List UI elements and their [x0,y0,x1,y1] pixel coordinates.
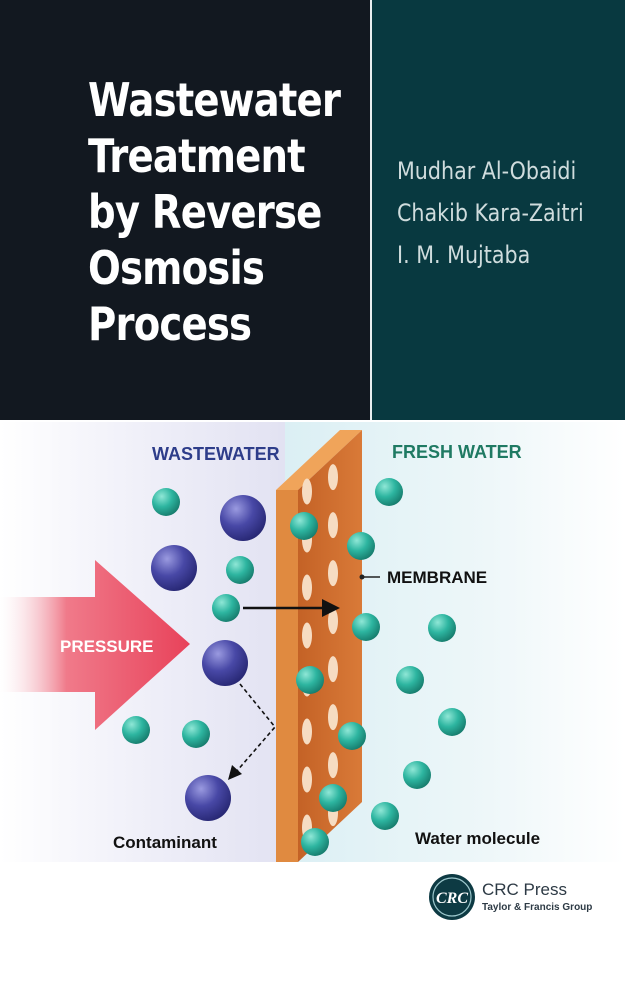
water-molecule [296,666,324,694]
title-line: Process [88,297,252,351]
pressure-label: PRESSURE [60,637,154,656]
membrane-label: MEMBRANE [387,568,487,587]
membrane-pore [302,766,312,793]
water-molecule [212,594,240,622]
molecules [122,478,466,856]
author-list: Mudhar Al-Obaidi Chakib Kara-Zaitri I. M… [397,150,584,276]
water-molecule [428,614,456,642]
contaminant-particle [185,775,231,821]
fresh-water-label: FRESH WATER [392,442,522,462]
water-molecule [182,720,210,748]
title-line: Wastewater [88,73,341,127]
title-line: by Reverse [88,185,322,239]
author-name: Chakib Kara-Zaitri [397,199,584,227]
membrane-pore [302,478,312,505]
membrane-side-edge [276,490,298,862]
publisher-logo: CRC CRC Press Taylor & Francis Group [428,873,598,923]
water-molecule [301,828,329,856]
publisher-name: CRC Press [482,880,568,899]
title-panel [0,0,370,420]
crc-seal-text: CRC [436,890,468,907]
membrane-pore [328,560,338,587]
author-panel [372,0,625,420]
contaminant-particle [220,495,266,541]
water-molecule [152,488,180,516]
contaminant-particle [202,640,248,686]
membrane-face [298,430,362,862]
crc-seal-logo: CRC [429,874,475,920]
rejection-arrowhead [228,765,242,780]
contaminant-label: Contaminant [113,833,217,852]
water-molecule [403,761,431,789]
title-line: Osmosis [88,241,265,295]
author-name: I. M. Mujtaba [397,241,531,269]
contaminant-particle [151,545,197,591]
membrane-pore [302,574,312,601]
water-molecule [375,478,403,506]
water-molecule [371,802,399,830]
water-molecule [226,556,254,584]
book-title: Wastewater Treatment by Reverse Osmosis … [88,72,341,352]
membrane-pore [328,608,338,635]
membrane-pore [328,656,338,683]
wastewater-label: WASTEWATER [152,444,280,464]
publisher-group: Taylor & Francis Group [482,902,593,913]
membrane-pore [328,464,338,491]
membrane [276,430,362,862]
water-molecule [347,532,375,560]
title-line: Treatment [88,129,306,183]
membrane-pointer-dot [359,574,365,580]
membrane-pore [302,718,312,745]
water-molecule [122,716,150,744]
water-molecule [352,613,380,641]
membrane-pore [328,704,338,731]
membrane-pore [328,752,338,779]
pressure-arrow [0,560,190,730]
water-molecule-label: Water molecule [415,829,540,848]
panel-divider [370,0,372,420]
membrane-top-edge [276,430,362,490]
water-molecule [319,784,347,812]
membrane-pore [328,512,338,539]
reverse-osmosis-illustration: WASTEWATER FRESH WATER PRESSURE MEMBRANE… [0,422,625,862]
water-molecule [396,666,424,694]
water-molecule [438,708,466,736]
water-flow-arrowhead [322,599,340,617]
membrane-pore [302,622,312,649]
water-molecule [290,512,318,540]
author-name: Mudhar Al-Obaidi [397,157,577,185]
water-molecule [338,722,366,750]
